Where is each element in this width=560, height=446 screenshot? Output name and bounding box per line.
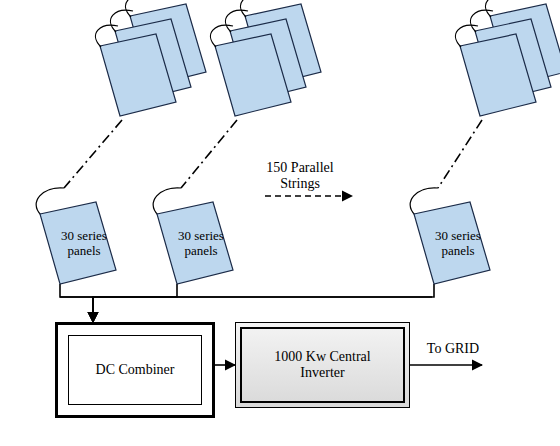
dashed-arrow	[265, 195, 352, 197]
wire-connector	[93, 284, 434, 322]
panel-label: 30 series panels	[178, 229, 224, 258]
panel-wire	[96, 25, 118, 47]
grid-label: To GRID	[420, 341, 486, 357]
dash-dot-line	[438, 120, 482, 188]
wire-connector	[93, 284, 177, 322]
solar-panel	[215, 34, 291, 116]
panel-wire	[126, 0, 148, 17]
panel-wire	[456, 25, 478, 47]
box-label: DC Combiner	[96, 362, 175, 378]
box-label: 1000 Kw Central Inverter	[260, 349, 385, 380]
solar-panel: 30 series panels	[412, 200, 492, 285]
dash-dot-line	[64, 120, 122, 188]
equipment-box: 1000 Kw Central Inverter	[235, 322, 410, 408]
panel-label: 30 series panels	[61, 229, 107, 258]
panel-wire	[226, 10, 248, 32]
panel-wire	[111, 10, 133, 32]
solar-panel: 30 series panels	[38, 200, 118, 285]
grid-arrow	[410, 364, 482, 366]
panel-wire	[211, 25, 233, 47]
dash-dot-line	[181, 120, 237, 188]
wire-connector	[60, 284, 93, 322]
string-count-label: 150 Parallel Strings	[250, 160, 350, 192]
panel-shape	[414, 202, 490, 284]
panel-wire	[241, 0, 263, 17]
panel-label: 30 series panels	[435, 229, 481, 258]
wire-connector	[215, 364, 235, 366]
solar-panel	[100, 34, 176, 116]
equipment-box: DC Combiner	[55, 322, 215, 418]
panel-shape	[40, 202, 116, 284]
panel-wire	[471, 10, 493, 32]
panel-shape	[157, 202, 233, 284]
solar-panel	[460, 34, 536, 116]
panel-wire	[486, 0, 508, 17]
solar-panel: 30 series panels	[155, 200, 235, 285]
